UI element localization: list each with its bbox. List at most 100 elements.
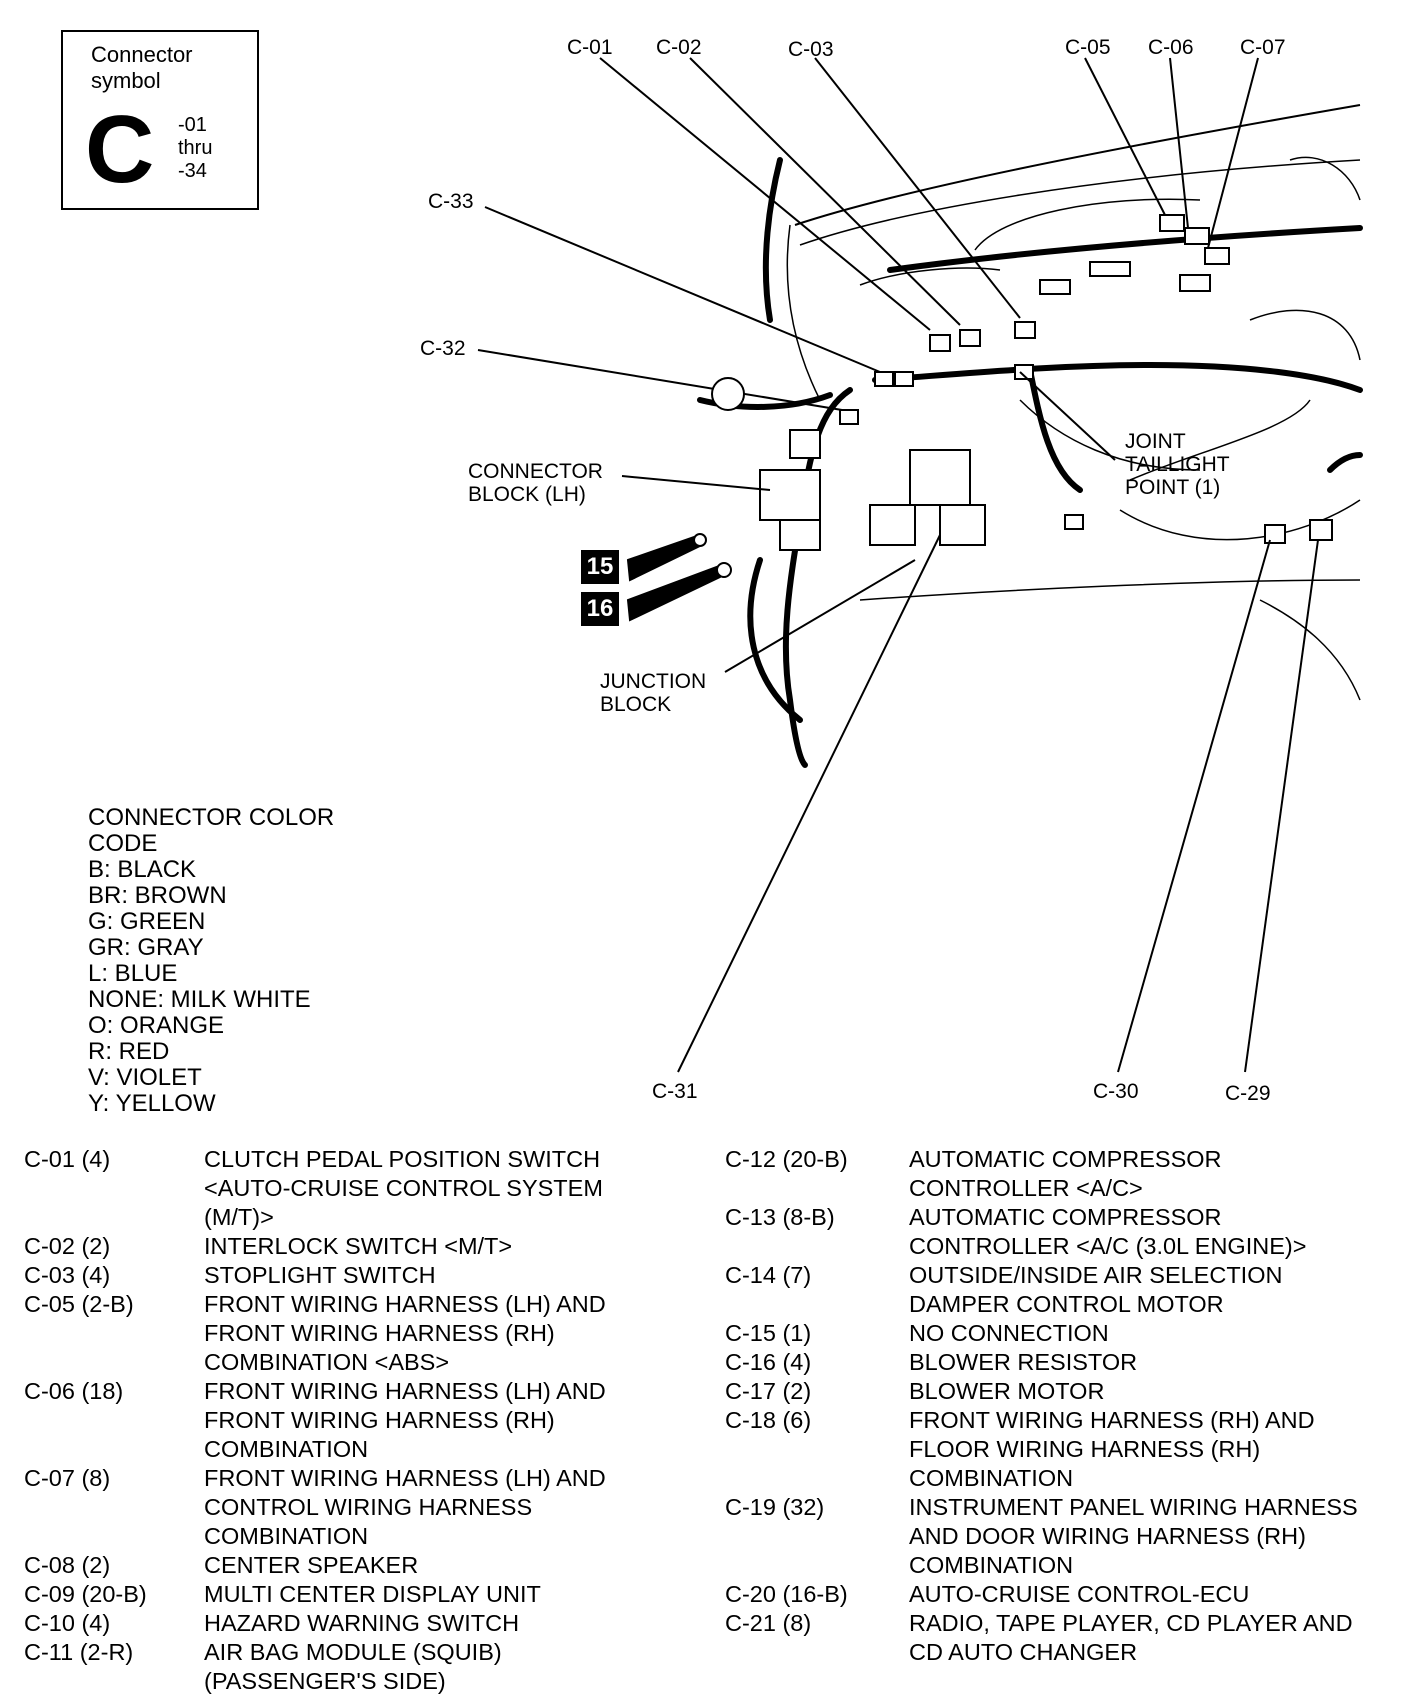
- legend-item: NONE: MILK WHITE: [88, 986, 311, 1013]
- legend-item: B: BLACK: [88, 856, 197, 883]
- callout-16: 16: [581, 592, 619, 626]
- connector-code: C-12 (20-B): [725, 1146, 848, 1172]
- connector-description: AUTOMATIC COMPRESSOR CONTROLLER <A/C (3.…: [909, 1204, 1307, 1259]
- legend-item: G: GREEN: [88, 908, 206, 935]
- ground-point-16: [716, 562, 732, 578]
- connector-code: C-20 (16-B): [725, 1581, 848, 1607]
- connector-row: C-09 (20-B) MULTI CENTER DISPLAY UNIT: [24, 1580, 664, 1609]
- label-c33: C-33: [428, 190, 474, 213]
- connector-row: C-05 (2-B) FRONT WIRING HARNESS (LH) AND …: [24, 1290, 664, 1377]
- connector-description: INTERLOCK SWITCH <M/T>: [204, 1233, 513, 1259]
- connector-code: C-21 (8): [725, 1610, 812, 1636]
- connector-code: C-09 (20-B): [24, 1581, 147, 1607]
- connector-description: FRONT WIRING HARNESS (RH) AND FLOOR WIRI…: [909, 1407, 1315, 1491]
- label-c32: C-32: [420, 337, 466, 360]
- legend-title: CONNECTOR COLOR CODE: [88, 804, 335, 857]
- legend-item: L: BLUE: [88, 960, 178, 987]
- connector-description: INSTRUMENT PANEL WIRING HARNESS AND DOOR…: [909, 1494, 1358, 1578]
- connector-list-right: C-12 (20-B) AUTOMATIC COMPRESSOR CONTROLL…: [725, 1145, 1370, 1667]
- connector-code: C-14 (7): [725, 1262, 812, 1288]
- connector-code: C-01 (4): [24, 1146, 111, 1172]
- connector-row: C-07 (8) FRONT WIRING HARNESS (LH) AND CO…: [24, 1464, 664, 1551]
- connector-row: C-15 (1) NO CONNECTION: [725, 1319, 1370, 1348]
- connector-code: C-15 (1): [725, 1320, 812, 1346]
- connector-description: AUTOMATIC COMPRESSOR CONTROLLER <A/C>: [909, 1146, 1222, 1201]
- label-c03: C-03: [788, 38, 834, 61]
- connector-row: C-06 (18) FRONT WIRING HARNESS (LH) AND F…: [24, 1377, 664, 1464]
- connector-list-left: C-01 (4) CLUTCH PEDAL POSITION SWITCH <AU…: [24, 1145, 664, 1696]
- connector-description: FRONT WIRING HARNESS (LH) AND FRONT WIRI…: [204, 1378, 606, 1462]
- label-c05: C-05: [1065, 36, 1111, 59]
- connector-code: C-13 (8-B): [725, 1204, 835, 1230]
- connector-row: C-03 (4) STOPLIGHT SWITCH: [24, 1261, 664, 1290]
- connector-row: C-18 (6) FRONT WIRING HARNESS (RH) AND FL…: [725, 1406, 1370, 1493]
- connector-code: C-02 (2): [24, 1233, 111, 1259]
- label-c29: C-29: [1225, 1082, 1271, 1105]
- connector-row: C-13 (8-B) AUTOMATIC COMPRESSOR CONTROLLE…: [725, 1203, 1370, 1261]
- grommet-shape: [711, 377, 745, 411]
- label-joint-taillight-point: JOINT TAILLIGHT POINT (1): [1125, 430, 1230, 499]
- connector-description: STOPLIGHT SWITCH: [204, 1262, 436, 1288]
- connector-code: C-10 (4): [24, 1610, 111, 1636]
- legend-item: O: ORANGE: [88, 1012, 225, 1039]
- connector-description: RADIO, TAPE PLAYER, CD PLAYER AND CD AUT…: [909, 1610, 1353, 1665]
- ground-wedge-15: [626, 533, 704, 582]
- connector-code: C-06 (18): [24, 1378, 124, 1404]
- connector-symbol-range: -01 thru -34: [178, 114, 213, 182]
- connector-row: C-12 (20-B) AUTOMATIC COMPRESSOR CONTROLL…: [725, 1145, 1370, 1203]
- main-harness-wire: [872, 361, 1363, 393]
- connector-code: C-07 (8): [24, 1465, 111, 1491]
- connector-description: HAZARD WARNING SWITCH: [204, 1610, 520, 1636]
- callout-15: 15: [581, 550, 619, 584]
- connector-row: C-16 (4)BLOWER RESISTOR: [725, 1348, 1370, 1377]
- connector-code: C-03 (4): [24, 1262, 111, 1288]
- label-c07: C-07: [1240, 36, 1286, 59]
- wiring-diagram: [477, 57, 1363, 1073]
- label-junction-block: JUNCTION BLOCK: [600, 670, 707, 716]
- label-c06: C-06: [1148, 36, 1194, 59]
- connector-row: C-20 (16-B) AUTO-CRUISE CONTROL-ECU: [725, 1580, 1370, 1609]
- connector-description: MULTI CENTER DISPLAY UNIT: [204, 1581, 541, 1607]
- connector-row: C-14 (7) OUTSIDE/INSIDE AIR SELECTION DAM…: [725, 1261, 1370, 1319]
- connector-code: C-18 (6): [725, 1407, 812, 1433]
- legend-item: BR: BROWN: [88, 882, 227, 909]
- label-c31: C-31: [652, 1080, 698, 1103]
- connector-block-lh-shape: [789, 429, 821, 459]
- connector-row: C-21 (8) RADIO, TAPE PLAYER, CD PLAYER AN…: [725, 1609, 1370, 1667]
- connector-description: FRONT WIRING HARNESS (LH) AND CONTROL WI…: [204, 1465, 606, 1549]
- connector-symbol-letter: C: [85, 96, 155, 203]
- connector-code: C-16 (4): [725, 1349, 812, 1375]
- connector-code: C-08 (2): [24, 1552, 111, 1578]
- ground-point-15: [693, 533, 707, 547]
- legend-item: Y: YELLOW: [88, 1090, 216, 1117]
- connector-description: CENTER SPEAKER: [204, 1552, 419, 1578]
- connector-code: C-19 (32): [725, 1494, 825, 1520]
- connector-description: CLUTCH PEDAL POSITION SWITCH <AUTO-CRUIS…: [204, 1146, 603, 1230]
- connector-code: C-05 (2-B): [24, 1291, 134, 1317]
- connector-row: C-19 (32) INSTRUMENT PANEL WIRING HARNESS…: [725, 1493, 1370, 1580]
- connector-description: AIR BAG MODULE (SQUIB) (PASSENGER'S SIDE…: [204, 1639, 502, 1694]
- label-c30: C-30: [1093, 1080, 1139, 1103]
- color-code-legend: CONNECTOR COLOR CODE B: BLACK BR: BROWN …: [88, 805, 334, 1117]
- legend-item: V: VIOLET: [88, 1064, 202, 1091]
- connector-row: C-01 (4) CLUTCH PEDAL POSITION SWITCH <AU…: [24, 1145, 664, 1232]
- connector-description: AUTO-CRUISE CONTROL-ECU: [909, 1581, 1250, 1607]
- connector-description: BLOWER MOTOR: [909, 1378, 1105, 1404]
- legend-item: R: RED: [88, 1038, 170, 1065]
- connector-description: NO CONNECTION: [909, 1320, 1109, 1346]
- connector-row: C-17 (2) BLOWER MOTOR: [725, 1377, 1370, 1406]
- label-c02: C-02: [656, 36, 702, 59]
- connector-row: C-10 (4) HAZARD WARNING SWITCH: [24, 1609, 664, 1638]
- connector-symbol-title: Connector symbol: [91, 42, 193, 93]
- connector-row: C-11 (2-R) AIR BAG MODULE (SQUIB) (PASSEN…: [24, 1638, 664, 1696]
- connector-description: OUTSIDE/INSIDE AIR SELECTION DAMPER CONT…: [909, 1262, 1283, 1317]
- junction-block-shape: [909, 449, 971, 506]
- connector-row: C-08 (2) CENTER SPEAKER: [24, 1551, 664, 1580]
- legend-item: GR: GRAY: [88, 934, 204, 961]
- connector-symbol-box: Connector symbol C -01 thru -34: [61, 30, 259, 210]
- connector-description: FRONT WIRING HARNESS (LH) AND FRONT WIRI…: [204, 1291, 606, 1375]
- connector-code: C-11 (2-R): [24, 1639, 134, 1665]
- label-c01: C-01: [567, 36, 613, 59]
- label-connector-block-lh: CONNECTOR BLOCK (LH): [468, 460, 603, 506]
- connector-code: C-17 (2): [725, 1378, 812, 1404]
